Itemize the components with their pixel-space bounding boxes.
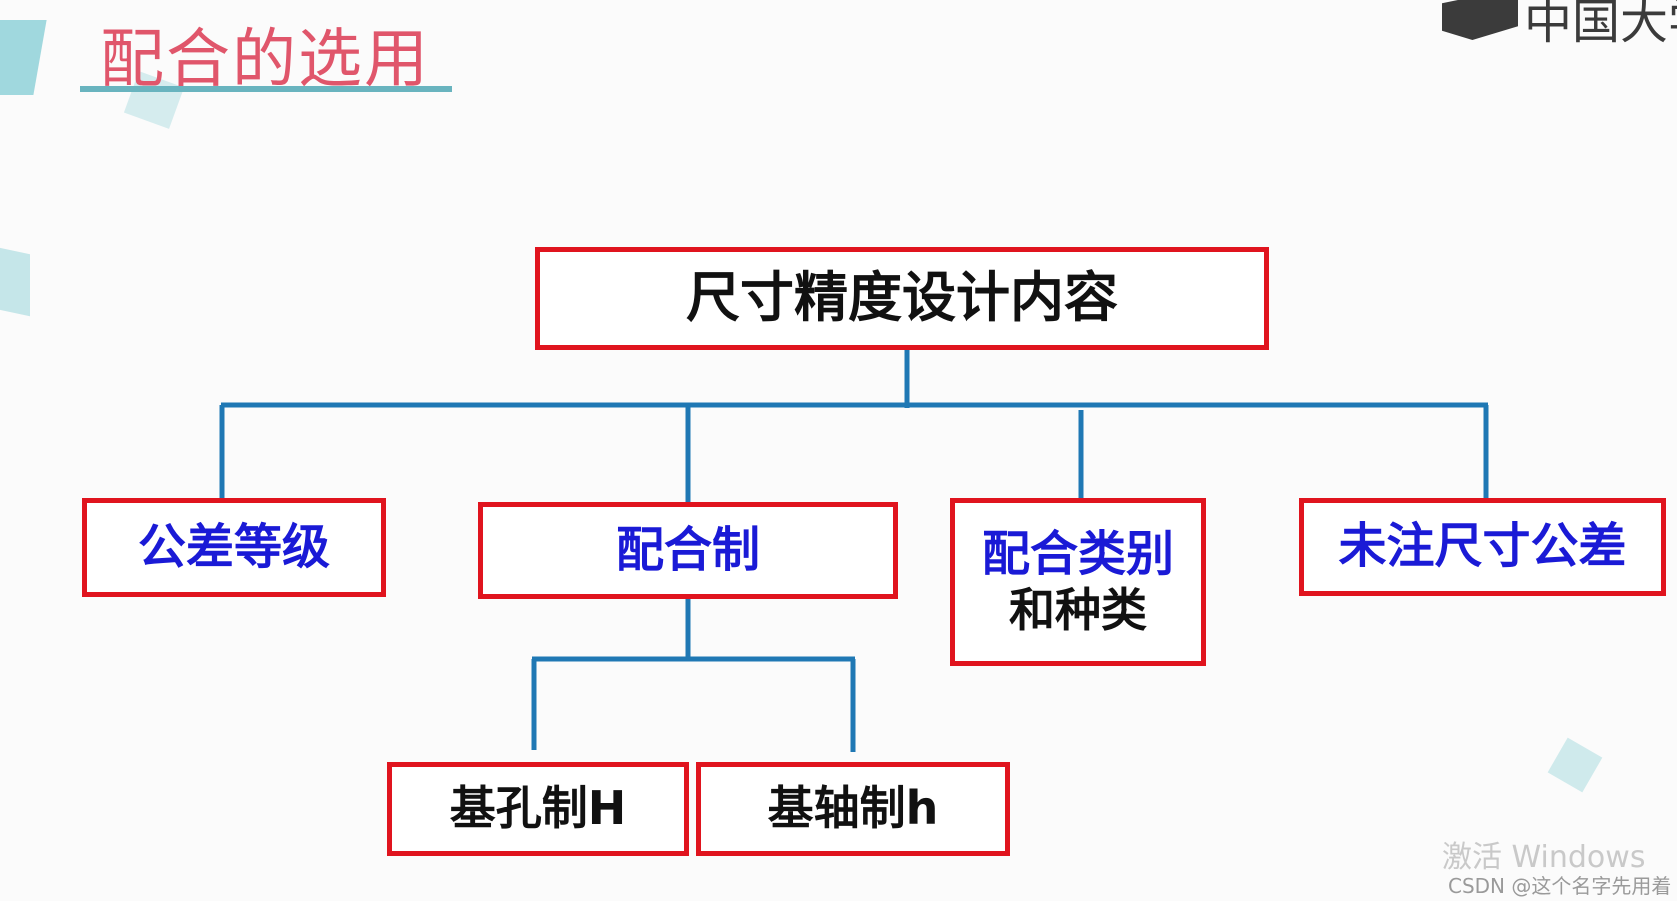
root-node: 尺寸精度设计内容	[535, 247, 1269, 350]
logo: 中国大学	[1442, 0, 1677, 50]
node-label: 公差等级	[137, 518, 330, 575]
root-label: 尺寸精度设计内容	[686, 266, 1118, 330]
csdn-watermark: CSDN @这个名字先用着	[1448, 874, 1672, 898]
title-underline	[80, 86, 452, 92]
node-label-main: 基轴制	[767, 781, 906, 836]
node-label: 未注尺寸公差	[1338, 518, 1627, 575]
node-hole-basis: 基孔制H	[387, 762, 689, 856]
node-label-suffix: H	[587, 781, 627, 836]
node-shaft-basis: 基轴制h	[696, 762, 1010, 856]
node-fit-category: 配合类别 和种类	[950, 498, 1206, 666]
node-label: 配合制	[615, 521, 760, 578]
page-title: 配合的选用	[100, 23, 430, 97]
node-label: 基轴制h	[768, 781, 939, 836]
node-label-suffix: h	[905, 781, 939, 836]
logo-text: 中国大学	[1524, 0, 1677, 50]
node-label-main: 基孔制	[449, 781, 588, 836]
node-label-line2: 和种类	[1008, 583, 1147, 638]
node-tolerance-grade: 公差等级	[82, 498, 386, 597]
node-fit-system: 配合制	[478, 502, 898, 599]
windows-activation-watermark: 激活 Windows	[1442, 840, 1646, 875]
node-label: 配合类别	[981, 525, 1174, 582]
node-label: 基孔制H	[450, 781, 627, 836]
node-untoleranced-dimensions: 未注尺寸公差	[1299, 498, 1666, 596]
